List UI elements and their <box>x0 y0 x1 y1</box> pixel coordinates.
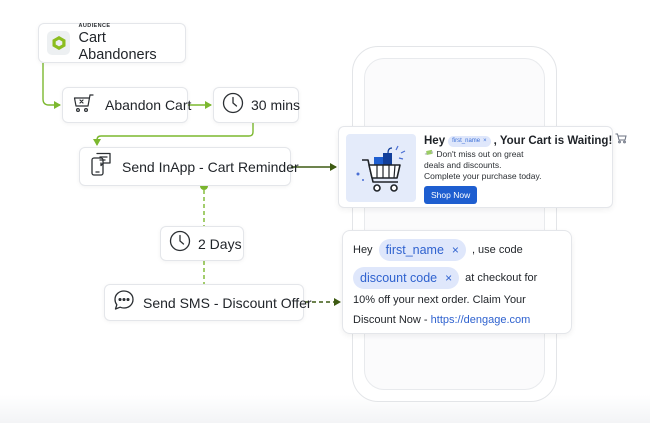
sms-line-2: discount code × at checkout for <box>353 267 561 289</box>
audience-node[interactable]: AUDIENCE Cart Abandoners <box>38 23 186 63</box>
delay-2-days-label: 2 Days <box>198 235 242 252</box>
shopping-cart-icon <box>615 133 627 149</box>
clock-icon <box>169 230 191 257</box>
sms-greeting: Hey <box>353 244 373 256</box>
inapp-line-2: deals and discounts. <box>424 160 502 170</box>
sms-line-3: 10% off your next order. Claim Your <box>353 294 526 306</box>
chip-close-icon: × <box>483 138 487 144</box>
discount-code-chip-label: discount code <box>360 271 438 285</box>
sms-after-chip-1: , use code <box>471 244 523 256</box>
inapp-title-suffix: , Your Cart is Waiting! <box>493 135 613 147</box>
shopping-cart-illustration <box>346 134 416 202</box>
sms-line-4-prefix: Discount Now - <box>353 314 431 326</box>
discount-code-chip[interactable]: discount code × <box>353 267 460 289</box>
first-name-chip-label: first_name <box>385 243 444 257</box>
inapp-line-1-text: Don't miss out on great <box>436 149 524 159</box>
send-sms-node[interactable]: Send SMS - Discount Offer <box>104 284 312 321</box>
audience-name: Cart Abandoners <box>78 29 157 63</box>
connector-audience-abandon <box>42 63 61 109</box>
sms-bubble-icon <box>113 289 135 316</box>
chip-close-icon[interactable]: × <box>451 243 459 257</box>
connector-delay-inapp <box>93 123 254 146</box>
inapp-line-3: Complete your purchase today. <box>424 171 542 181</box>
delay-30-mins-node[interactable]: 30 mins <box>213 87 301 123</box>
sms-link[interactable]: https://dengage.com <box>430 314 531 326</box>
bottom-fade <box>0 395 650 423</box>
sms-line-1: Hey first_name × , use code <box>353 239 561 261</box>
first-name-chip-label: first_name <box>452 138 481 144</box>
sms-preview-card: Hey first_name × , use code discount cod… <box>342 230 572 334</box>
first-name-chip[interactable]: first_name × <box>378 239 466 261</box>
delay-30-mins-label: 30 mins <box>251 97 301 113</box>
inapp-title-prefix: Hey <box>424 135 446 147</box>
delay-2-days-node[interactable]: 2 Days <box>160 226 244 261</box>
clock-icon <box>222 92 244 119</box>
abandon-cart-label: Abandon Cart <box>105 97 192 113</box>
inapp-preview-card: Hey first_name × , Your Cart is Waiting! <box>338 126 627 208</box>
sms-after-chip-2: at checkout for <box>465 272 538 284</box>
inapp-title: Hey first_name × , Your Cart is Waiting! <box>424 133 627 149</box>
send-inapp-node[interactable]: Send InApp - Cart Reminder <box>79 147 299 186</box>
money-wings-icon <box>424 149 436 159</box>
cart-x-icon <box>73 93 95 118</box>
chip-close-icon[interactable]: × <box>445 271 453 285</box>
sms-line-4: Discount Now - https://dengage.com <box>353 312 561 329</box>
hexagon-logo-icon <box>47 31 71 55</box>
inapp-line-1: Don't miss out on great <box>424 149 610 160</box>
send-inapp-label: Send InApp - Cart Reminder <box>122 158 299 175</box>
abandon-cart-node[interactable]: Abandon Cart <box>62 87 192 123</box>
send-sms-label: Send SMS - Discount Offer <box>143 294 312 311</box>
shop-now-button[interactable]: Shop Now <box>424 186 478 204</box>
inapp-message-icon <box>90 152 112 181</box>
phone-screen <box>364 58 545 390</box>
audience-tag: AUDIENCE <box>78 22 111 29</box>
first-name-chip[interactable]: first_name × <box>448 135 491 147</box>
